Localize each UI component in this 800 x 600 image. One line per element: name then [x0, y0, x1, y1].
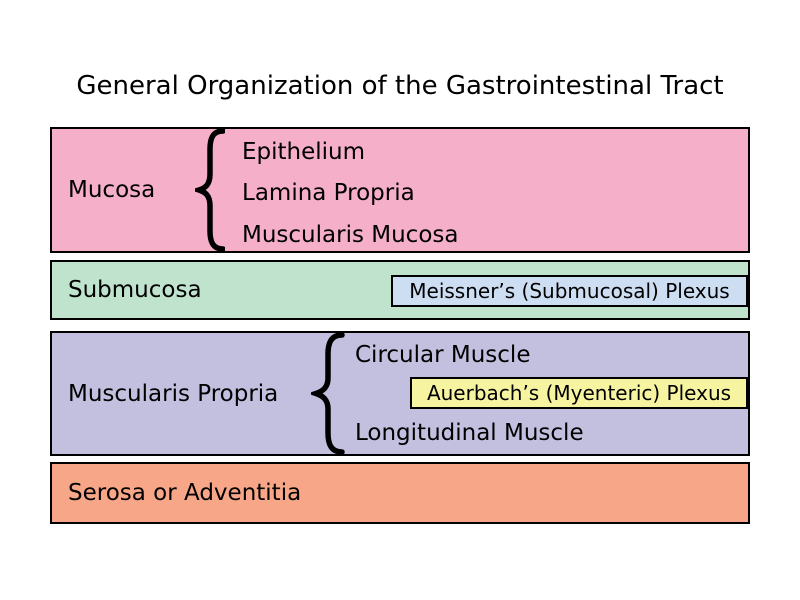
- auerbach-plexus-box: Auerbach’s (Myenteric) Plexus: [410, 377, 748, 409]
- layer-serosa-label: Serosa or Adventitia: [68, 480, 302, 506]
- layer-mucosa: Mucosa Epithelium Lamina Propria Muscula…: [50, 127, 750, 253]
- layer-mucosa-label: Mucosa: [68, 177, 156, 203]
- component-longitudinal-muscle: Longitudinal Muscle: [355, 420, 584, 446]
- auerbach-plexus-label: Auerbach’s (Myenteric) Plexus: [426, 381, 732, 405]
- component-muscularis-mucosa: Muscularis Mucosa: [242, 222, 459, 248]
- layer-serosa: Serosa or Adventitia: [50, 462, 750, 524]
- component-epithelium: Epithelium: [242, 139, 366, 165]
- diagram-title: General Organization of the Gastrointest…: [76, 71, 724, 101]
- component-lamina-propria: Lamina Propria: [242, 180, 415, 206]
- layer-muscularis-propria-label: Muscularis Propria: [68, 380, 279, 407]
- layer-submucosa-label: Submucosa: [68, 277, 202, 303]
- curly-brace-icon: [311, 333, 345, 454]
- layer-muscularis-propria: Muscularis Propria Circular Muscle Auerb…: [50, 331, 750, 456]
- meissner-plexus-box: Meissner’s (Submucosal) Plexus: [391, 275, 748, 307]
- meissner-plexus-label: Meissner’s (Submucosal) Plexus: [409, 279, 730, 303]
- curly-brace-icon: [195, 129, 225, 251]
- component-circular-muscle: Circular Muscle: [355, 342, 531, 368]
- layer-submucosa: Submucosa Meissner’s (Submucosal) Plexus: [50, 260, 750, 320]
